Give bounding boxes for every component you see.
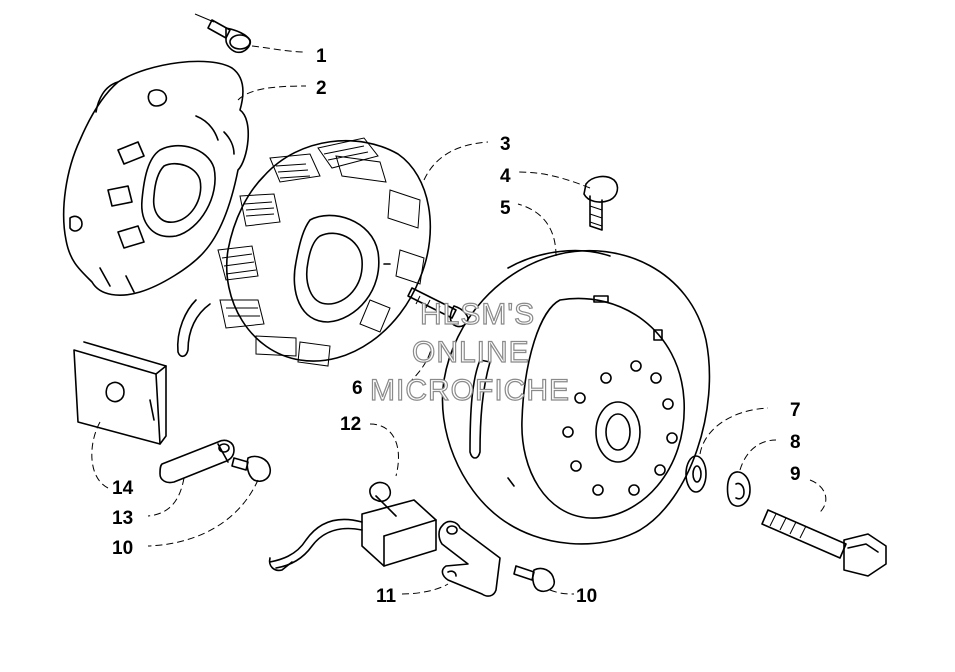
part-9-flywheel-bolt <box>761 509 887 577</box>
callout-3: 3 <box>500 134 511 155</box>
callout-2: 2 <box>316 78 327 99</box>
part-6-screw <box>407 287 469 328</box>
watermark-line-3: MICROFICHE <box>370 374 570 407</box>
watermark-line-2: ONLINE <box>412 336 530 369</box>
callout-4: 4 <box>500 166 511 187</box>
leader-lines <box>91 45 827 595</box>
callout-14: 14 <box>112 478 134 499</box>
callout-numbers: 1 2 3 4 5 6 7 8 9 12 14 13 10 11 10 <box>112 46 801 607</box>
part-12-regulator <box>268 481 437 572</box>
part-11-bracket <box>438 520 501 597</box>
callout-5: 5 <box>500 198 511 219</box>
part-13-bracket <box>159 439 235 484</box>
watermark-line-1: HLSM'S <box>420 298 535 331</box>
part-4-bolt <box>583 175 619 231</box>
part-10-screw-right <box>513 565 556 593</box>
part-3-stator-coils <box>217 137 432 367</box>
part-10-screw-left <box>231 455 272 483</box>
part-7-washer <box>685 455 707 493</box>
callout-10-right: 10 <box>576 586 597 607</box>
part-1-screw <box>194 13 252 54</box>
callout-13: 13 <box>112 508 133 529</box>
part-2-stator-plate <box>62 60 250 358</box>
callout-7: 7 <box>790 400 801 421</box>
callout-9: 9 <box>790 464 801 485</box>
callout-11: 11 <box>376 586 397 607</box>
watermark: HLSM'S ONLINE MICROFICHE <box>369 297 570 407</box>
callout-12: 12 <box>340 414 361 435</box>
callout-10-left: 10 <box>112 538 133 559</box>
callout-1: 1 <box>316 46 327 67</box>
part-14-plate <box>73 341 167 445</box>
part-8-lock-washer <box>726 471 751 507</box>
callout-6: 6 <box>352 378 363 399</box>
part-5-flywheel <box>441 249 711 545</box>
callout-8: 8 <box>790 432 801 453</box>
